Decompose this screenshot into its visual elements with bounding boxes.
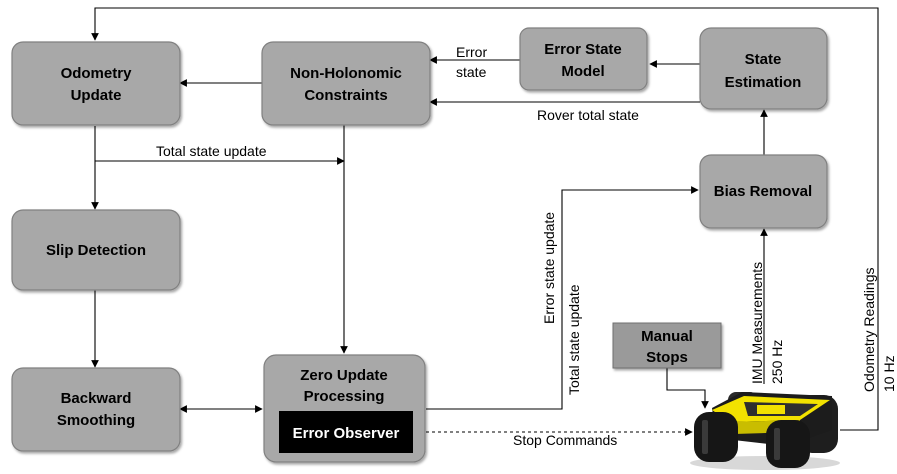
total-state-update-vertical-label: Total state update [566, 284, 582, 395]
odometry-update-line-2: Update [71, 87, 122, 104]
zero-update-box: Zero Update Processing Error Observer [263, 354, 426, 463]
total-state-update-label: Total state update [156, 143, 267, 159]
error-state-label-2: state [456, 64, 487, 80]
rover-image [690, 392, 840, 470]
slip-detection-box: Slip Detection [11, 209, 181, 291]
error-state-update-label: Error state update [541, 212, 557, 324]
imu-measurements-label: IMU Measurements [749, 262, 765, 384]
backward-smoothing-line-1: Backward [61, 390, 132, 407]
error-observer-block [279, 411, 413, 453]
error-state-label-1: Error [456, 44, 487, 60]
rover-total-state-label: Rover total state [537, 107, 639, 123]
non-holonomic-line-1: Non-Holonomic [290, 65, 402, 82]
odometry-feedback-line [91, 7, 879, 431]
manual-stops-line-2: Stops [646, 349, 688, 366]
slip-detection-label: Slip Detection [46, 242, 146, 259]
state-estimation-line-1: State [745, 51, 782, 68]
odometry-update-box: Odometry Update [11, 41, 181, 126]
non-holonomic-line-2: Constraints [304, 87, 387, 104]
zero-update-line-1: Zero Update [300, 367, 388, 384]
zero-update-to-bias-arrow [426, 186, 699, 410]
bias-removal-label: Bias Removal [714, 183, 812, 200]
odometry-rate-label: 10 Hz [881, 355, 897, 392]
error-observer-label: Error Observer [293, 425, 400, 442]
odometry-update-line-1: Odometry [61, 65, 133, 82]
state-estimation-line-2: Estimation [725, 74, 802, 91]
manual-stops-line-1: Manual [641, 328, 693, 345]
manual-stops-arrow [666, 367, 709, 409]
error-state-model-line-1: Error State [544, 41, 622, 58]
bias-removal-box: Bias Removal [699, 154, 828, 229]
error-state-model-box: Error State Model [519, 27, 648, 91]
zero-update-line-2: Processing [304, 388, 385, 405]
imu-rate-label: 250 Hz [769, 340, 785, 384]
stop-commands-label: Stop Commands [513, 432, 617, 448]
non-holonomic-box: Non-Holonomic Constraints [261, 41, 431, 126]
backward-smoothing-box: Backward Smoothing [11, 367, 181, 452]
odometry-readings-label: Odometry Readings [861, 267, 877, 392]
manual-stops-box: Manual Stops [612, 322, 722, 369]
error-state-model-line-2: Model [561, 63, 604, 80]
backward-smoothing-line-2: Smoothing [57, 412, 135, 429]
state-estimation-box: State Estimation [699, 27, 828, 110]
